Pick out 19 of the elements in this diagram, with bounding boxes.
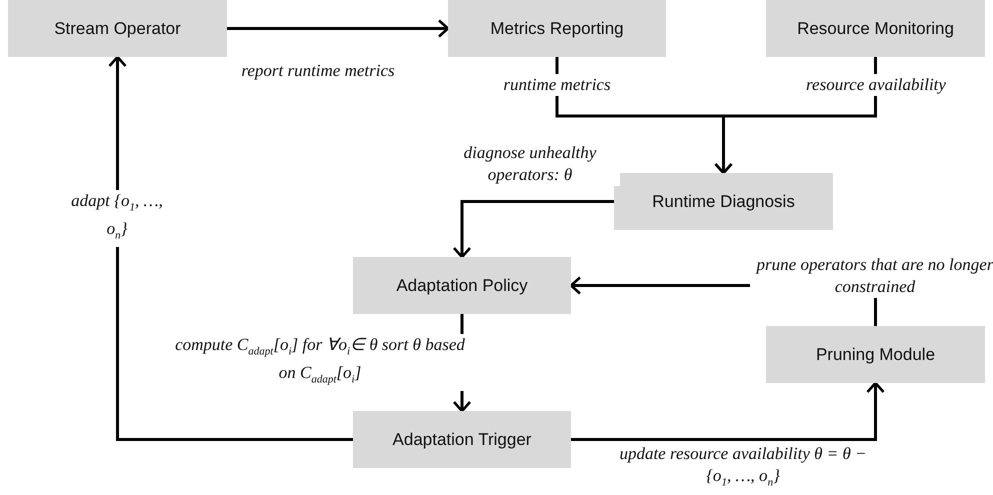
- arrow: [452, 200, 614, 258]
- process-box: [353, 257, 571, 314]
- node-label: Pruning Module: [816, 344, 936, 364]
- process-box: [614, 173, 833, 230]
- arrow: [714, 57, 877, 174]
- node-label: Adaptation Policy: [396, 276, 528, 296]
- process-box: [8, 0, 227, 57]
- node-label: Runtime Diagnosis: [652, 192, 795, 212]
- node-label: Resource Monitoring: [797, 18, 954, 38]
- arrow: [571, 382, 885, 441]
- process-box: [448, 0, 666, 57]
- arrow: [108, 56, 353, 441]
- node-label: Metrics Reporting: [490, 18, 624, 38]
- node-label: Stream Operator: [54, 18, 181, 38]
- arrow: [227, 19, 450, 38]
- node-label: Adaptation Trigger: [392, 430, 532, 450]
- process-box: [353, 411, 571, 468]
- process-box: [766, 326, 985, 383]
- process-box: [766, 0, 985, 57]
